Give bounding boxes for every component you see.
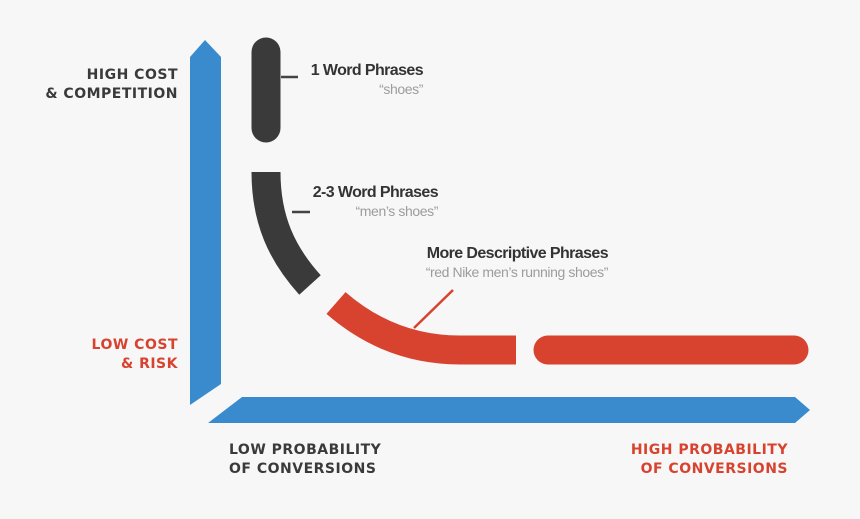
- x-axis-left-label-line2: OF CONVERSIONS: [229, 461, 377, 477]
- two-three-word-phrase-title: 2-3 Word Phrases: [312, 184, 439, 201]
- descriptive-leader-line: [413, 289, 454, 329]
- descriptive-phrase-title: More Descriptive Phrases: [426, 245, 609, 262]
- two-three-word-phrase-callout: 2-3 Word Phrases “men’s shoes”: [312, 184, 439, 220]
- y-axis-top-label: HIGH COST & COMPETITION: [45, 66, 178, 104]
- descriptive-phrase-example: “red Nike men’s running shoes”: [425, 264, 609, 280]
- x-axis-arrow: [208, 397, 810, 423]
- x-axis-right-label-line1: HIGH PROBABILITY: [630, 442, 788, 458]
- x-axis-right-label-line2: OF CONVERSIONS: [640, 461, 788, 477]
- x-axis-right-label: HIGH PROBABILITY OF CONVERSIONS: [631, 441, 788, 479]
- two-three-word-phrase-example: “men’s shoes”: [355, 203, 439, 219]
- descriptive-segment: [326, 291, 516, 365]
- y-axis-top-label-line1: HIGH COST: [86, 67, 178, 83]
- y-axis-arrow: [190, 40, 221, 405]
- one-word-phrase-title: 1 Word Phrases: [310, 62, 424, 79]
- one-word-phrase-callout: 1 Word Phrases “shoes”: [310, 62, 424, 98]
- x-axis-left-label: LOW PROBABILITY OF CONVERSIONS: [229, 441, 381, 479]
- y-axis-bottom-label-line1: LOW COST: [91, 337, 178, 353]
- one-word-phrase-example: “shoes”: [379, 81, 423, 97]
- y-axis-top-label-line2: & COMPETITION: [45, 86, 178, 102]
- descriptive-phrase-callout: More Descriptive Phrases “red Nike men’s…: [425, 245, 609, 281]
- two-three-word-segment: [251, 171, 321, 295]
- y-axis-bottom-label: LOW COST & RISK: [92, 336, 178, 374]
- x-axis-left-label-line1: LOW PROBABILITY: [229, 442, 382, 458]
- y-axis-bottom-label-line2: & RISK: [120, 356, 178, 372]
